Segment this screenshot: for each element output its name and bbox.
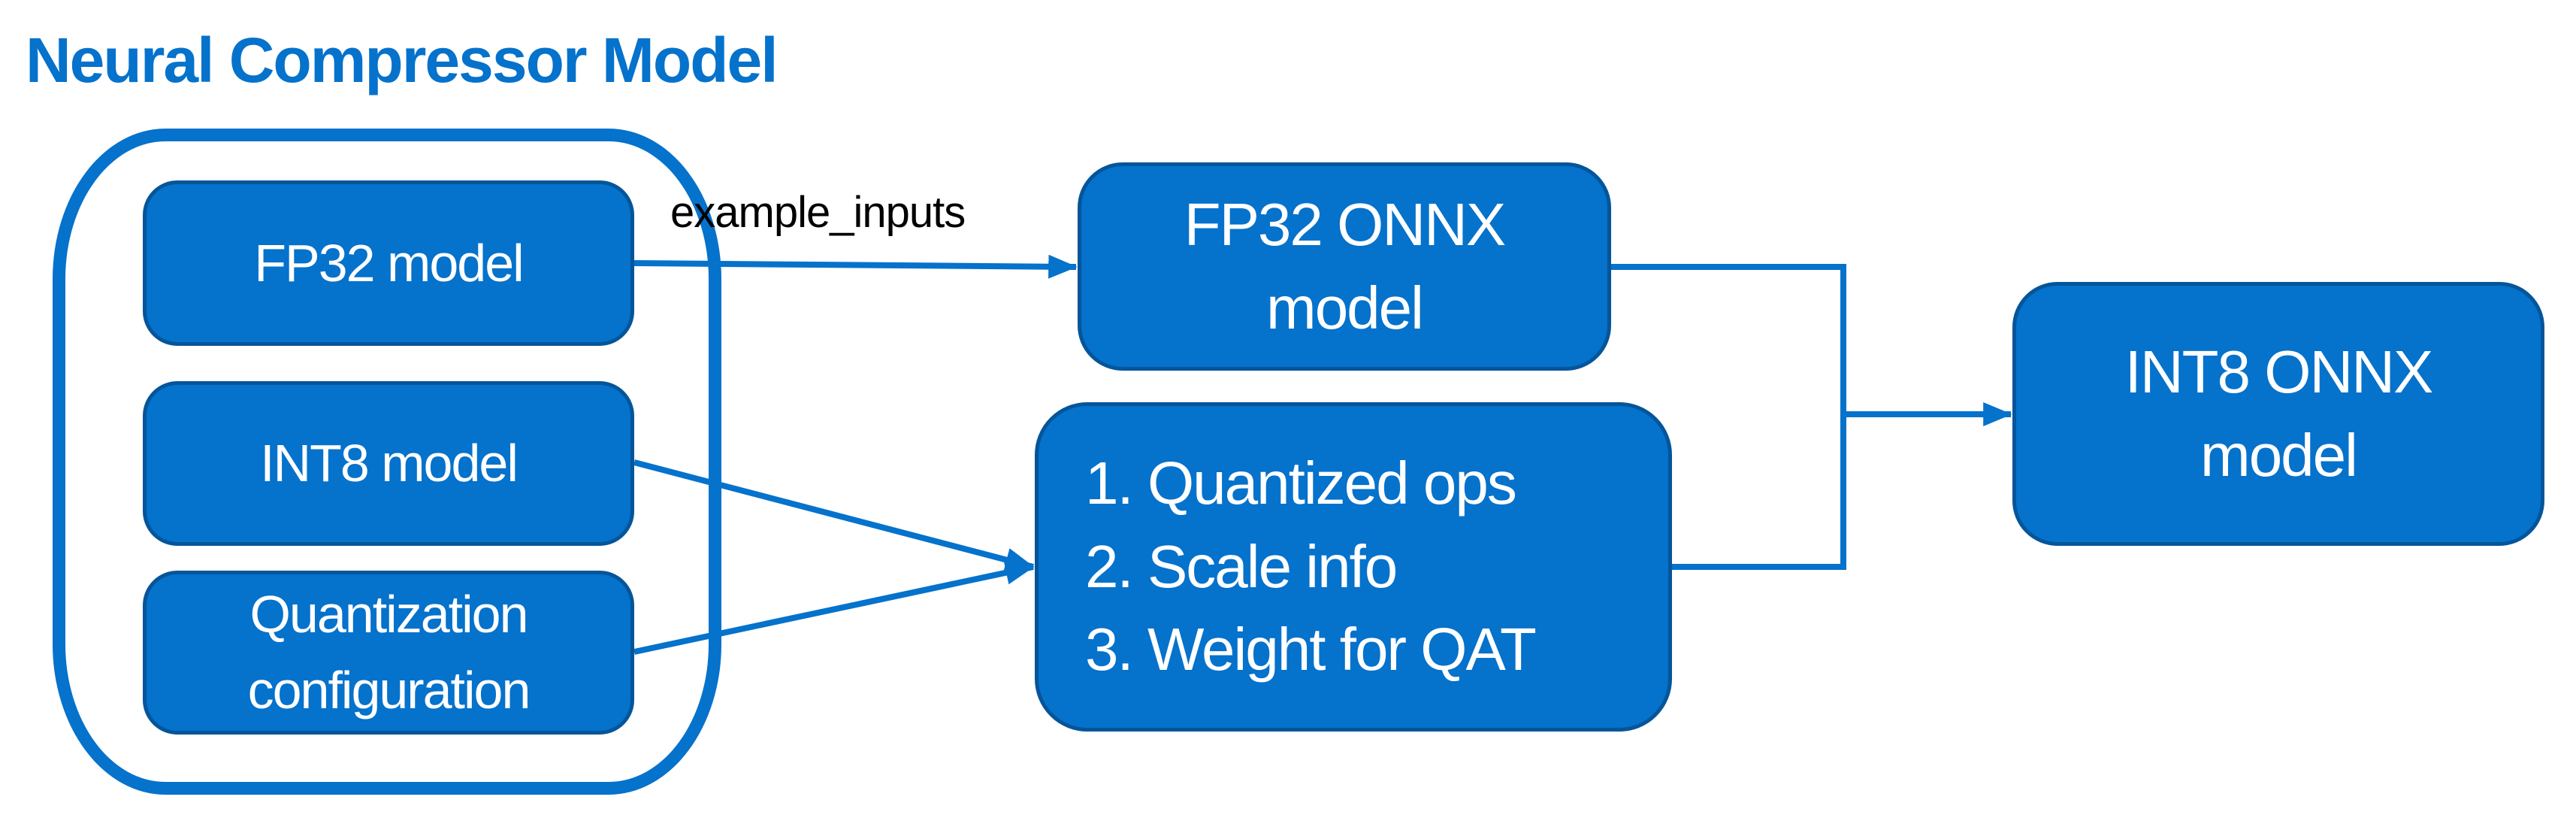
edge-fp32-to-fp32-onnx [633, 254, 1078, 279]
list-item-scale-info: 2. Scale info [1085, 532, 1398, 600]
node-label-line-1: INT8 ONNX [2124, 338, 2434, 406]
fp32-model-node[interactable]: FP32 model [143, 180, 634, 346]
edge-label-example-inputs: example_inputs [670, 188, 966, 237]
list-item-weight-for-qat: 3. Weight for QAT [1085, 616, 1537, 683]
int8-model-node[interactable]: INT8 model [143, 381, 634, 546]
neural-compressor-model-group [53, 129, 721, 795]
node-label-line-2: model [2200, 421, 2358, 489]
node-label-line-2: configuration [247, 661, 531, 720]
edge-int8-to-quant-info [633, 459, 1035, 572]
quantization-configuration-node[interactable]: Quantization configuration [143, 571, 634, 735]
node-label: INT8 model [260, 434, 519, 493]
list-item-quantized-ops: 1. Quantized ops [1085, 450, 1517, 517]
edge-quant-config-to-quant-info [633, 561, 1035, 655]
diagram-title: Neural Compressor Model [26, 25, 779, 95]
fp32-onnx-model-node[interactable]: FP32 ONNX model [1078, 162, 1611, 371]
node-label: FP32 model [254, 233, 524, 292]
node-label-line-1: Quantization [249, 584, 528, 644]
node-label-line-2: model [1266, 274, 1424, 341]
node-label-line-1: FP32 ONNX [1184, 191, 1507, 259]
int8-onnx-model-node[interactable]: INT8 ONNX model [2012, 282, 2544, 546]
quantization-info-node[interactable]: 1. Quantized ops 2. Scale info 3. Weight… [1035, 402, 1672, 732]
